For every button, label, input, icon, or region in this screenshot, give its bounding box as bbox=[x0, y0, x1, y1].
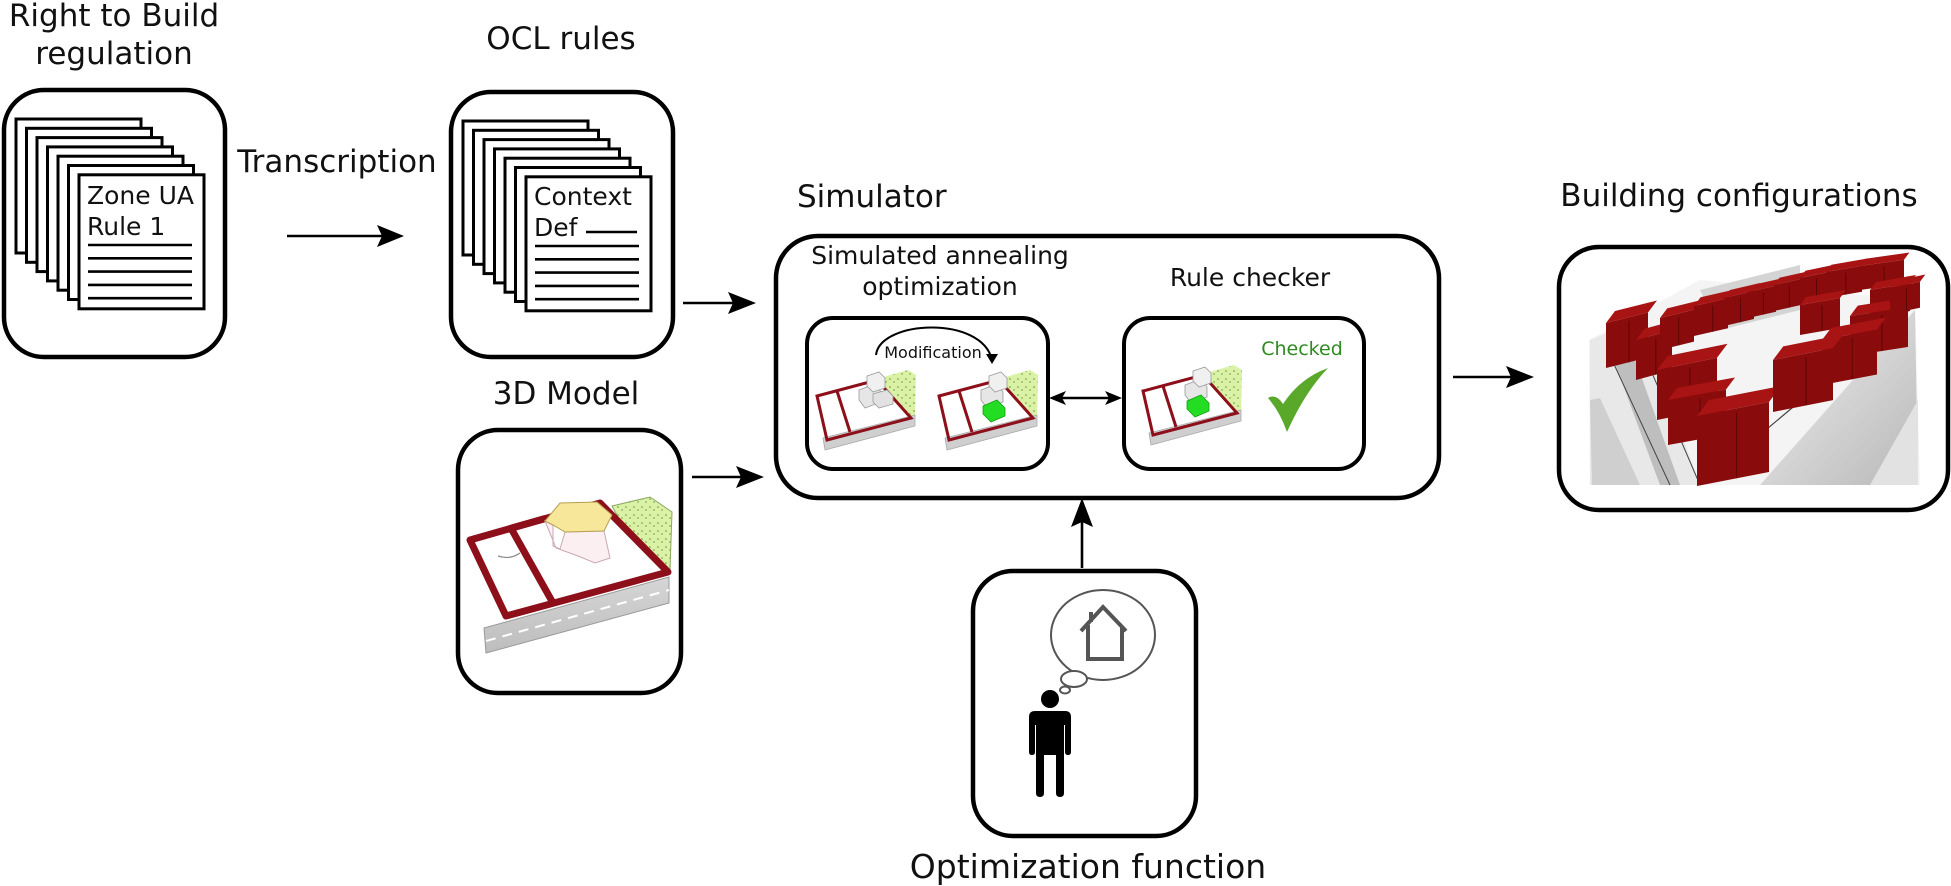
parcel-border bbox=[1141, 373, 1240, 437]
red-building bbox=[1774, 271, 1808, 311]
grass-area bbox=[880, 370, 916, 420]
red-building bbox=[1748, 278, 1782, 318]
ocl-doc-line2: Def bbox=[534, 213, 579, 242]
building-roof bbox=[1800, 290, 1846, 305]
building-roof bbox=[1822, 317, 1886, 340]
building-block bbox=[1192, 366, 1212, 388]
person-icon bbox=[1029, 690, 1071, 797]
simulator-node: Simulator Simulated annealing optimizati… bbox=[773, 179, 1442, 501]
building-configurations-image bbox=[1589, 252, 1926, 486]
building-side bbox=[1694, 298, 1728, 336]
building-side bbox=[1724, 291, 1754, 326]
parcel-divider bbox=[1161, 385, 1178, 428]
thought-bubble-icon bbox=[1050, 589, 1156, 695]
building-roof bbox=[1606, 300, 1657, 323]
red-building bbox=[1724, 283, 1760, 326]
building-side bbox=[1697, 402, 1769, 486]
red-building bbox=[1826, 258, 1868, 298]
modification-arc bbox=[875, 326, 993, 361]
regulation-title-line2: regulation bbox=[35, 36, 192, 72]
building-roof bbox=[1724, 283, 1760, 298]
red-building bbox=[1773, 334, 1844, 412]
red-building bbox=[1800, 290, 1846, 335]
building-side bbox=[1890, 281, 1920, 314]
parcel-divider bbox=[835, 390, 852, 433]
annealing-title-line1: Simulated annealing bbox=[811, 241, 1069, 270]
parcel-3d-model-image bbox=[466, 496, 673, 654]
document-page bbox=[77, 173, 206, 311]
regulation-doc-line2: Rule 1 bbox=[87, 212, 165, 241]
grass-area bbox=[1206, 365, 1242, 415]
buildings-title: Building configurations bbox=[1560, 178, 1917, 214]
transcription-edge: Transcription bbox=[236, 144, 437, 247]
document-page bbox=[524, 175, 653, 313]
checkmark-icon bbox=[1268, 368, 1328, 432]
modified-building-block bbox=[982, 399, 1006, 423]
building-block bbox=[866, 371, 886, 393]
transcription-arrowhead bbox=[377, 225, 404, 247]
grass-area bbox=[1002, 370, 1038, 420]
modification-label: Modification bbox=[884, 343, 982, 362]
building-block bbox=[988, 371, 1008, 393]
building-roof bbox=[1774, 271, 1808, 285]
building-block bbox=[872, 389, 894, 409]
building-side bbox=[1800, 298, 1840, 335]
document-stack-icon bbox=[461, 119, 653, 313]
simulator-to-buildings-edge bbox=[1453, 366, 1534, 388]
optimization-node: Optimization function bbox=[910, 568, 1266, 886]
document-stack-icon bbox=[14, 117, 206, 311]
parcel-border bbox=[815, 378, 914, 442]
building-side bbox=[1748, 285, 1776, 318]
regulation-doc-line1: Zone UA bbox=[87, 181, 194, 210]
ocl-title: OCL rules bbox=[486, 21, 635, 57]
rule-checker-title: Rule checker bbox=[1170, 263, 1331, 292]
transcription-label: Transcription bbox=[236, 144, 436, 180]
model3d-node: 3D Model bbox=[455, 376, 684, 696]
building-roof bbox=[1697, 386, 1781, 416]
optimization-title: Optimization function bbox=[910, 847, 1266, 886]
building-roof bbox=[1694, 289, 1735, 306]
simulator-title: Simulator bbox=[797, 179, 947, 215]
building-roof bbox=[1890, 274, 1926, 288]
red-building bbox=[1890, 274, 1926, 314]
checked-status-label: Checked bbox=[1261, 338, 1343, 360]
regulation-title-line1: Right to Build bbox=[9, 0, 219, 34]
modification-arrowhead bbox=[986, 354, 998, 364]
red-building bbox=[1694, 289, 1735, 336]
ocl-to-simulator-edge bbox=[683, 292, 756, 314]
building-side bbox=[1826, 265, 1862, 298]
ocl-node: OCL rules Context Def bbox=[448, 21, 676, 360]
building-roof bbox=[1773, 334, 1844, 360]
building-roof bbox=[1660, 300, 1702, 318]
red-building bbox=[1697, 386, 1781, 486]
building-roof bbox=[1826, 258, 1868, 272]
parcel-border bbox=[937, 378, 1036, 442]
parcel-before-thumbnail bbox=[815, 370, 916, 451]
ocl-doc-line1: Context bbox=[534, 182, 632, 211]
optimization-to-simulator-edge bbox=[1071, 498, 1093, 568]
red-building bbox=[1660, 300, 1702, 350]
building-roof bbox=[1800, 264, 1836, 278]
house-icon bbox=[1079, 604, 1128, 661]
annealing-checker-edge bbox=[1049, 391, 1122, 405]
regulation-node: Right to Build regulation Zone UA Rule 1 bbox=[1, 0, 228, 360]
buildings-node: Building configurations bbox=[1556, 178, 1951, 513]
building-roof bbox=[1668, 377, 1735, 400]
parcel-after-thumbnail bbox=[937, 370, 1038, 451]
building-roof bbox=[1657, 343, 1728, 370]
annealing-title-line2: optimization bbox=[862, 272, 1018, 301]
building-side bbox=[1773, 348, 1833, 412]
modified-building-block bbox=[1186, 394, 1210, 418]
parcel-divider bbox=[957, 390, 974, 433]
model3d-to-simulator-edge bbox=[692, 466, 764, 488]
building-roof bbox=[1748, 278, 1782, 292]
building-side bbox=[1660, 309, 1694, 350]
parcel-checked-thumbnail bbox=[1141, 365, 1242, 446]
building-side bbox=[1774, 278, 1802, 311]
model3d-title: 3D Model bbox=[493, 376, 640, 412]
building-roof bbox=[1870, 275, 1916, 290]
building-roof bbox=[1860, 252, 1910, 266]
